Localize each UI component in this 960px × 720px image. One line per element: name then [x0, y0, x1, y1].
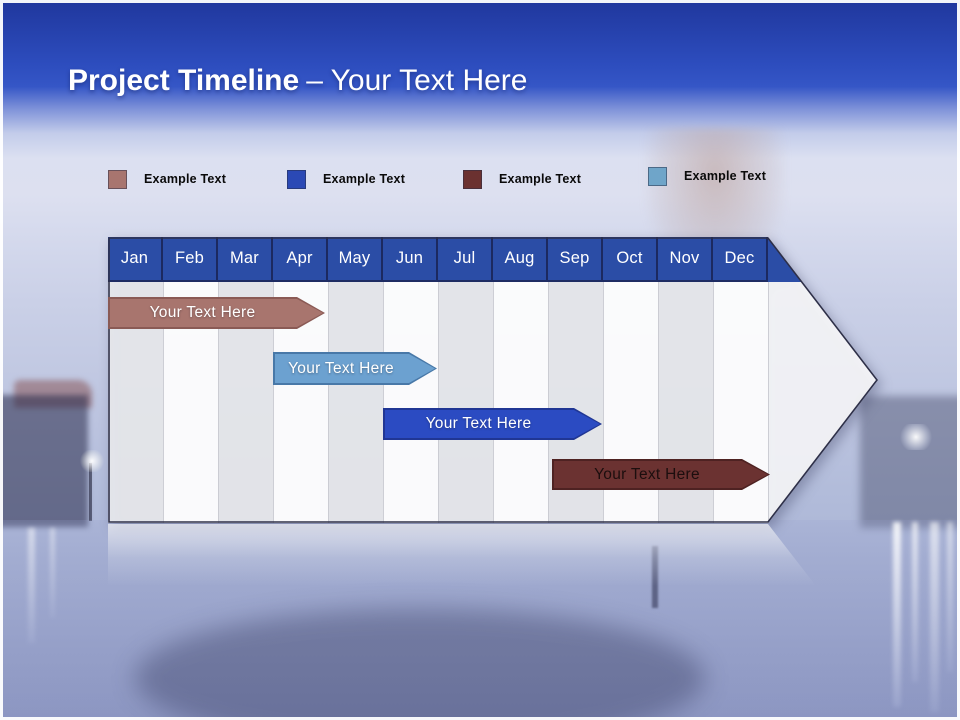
- water-light-streak: [930, 522, 939, 712]
- legend-item[interactable]: Example Text: [463, 169, 581, 189]
- legend-item[interactable]: Example Text: [648, 166, 766, 186]
- bar-label: Your Text Here: [149, 304, 256, 321]
- page-title[interactable]: Project Timeline– Your Text Here: [68, 60, 527, 102]
- timeline-chart[interactable]: Jan Feb Mar Apr May Jun Jul Aug Sep Oct …: [108, 237, 880, 523]
- chart-reflection: [108, 524, 816, 586]
- title-bold-text: Project Timeline: [68, 64, 300, 97]
- month-cell: Sep: [548, 237, 603, 280]
- title-regular-text: – Your Text Here: [306, 64, 528, 97]
- month-cell: Jun: [383, 237, 438, 280]
- legend-label: Example Text: [499, 172, 582, 186]
- legend-swatch: [287, 169, 306, 189]
- bar-label: Your Text Here: [425, 415, 532, 432]
- water-light-streak: [912, 522, 918, 682]
- month-cell: Jan: [108, 237, 163, 280]
- bar-fill: [275, 354, 435, 383]
- legend-label: Example Text: [684, 169, 767, 183]
- month-cell: Apr: [273, 237, 328, 280]
- bar-label: Your Text Here: [594, 465, 700, 483]
- month-cell: Nov: [658, 237, 713, 280]
- legend-item[interactable]: Example Text: [108, 169, 226, 189]
- bar-fill: [554, 461, 768, 488]
- month-cell: Feb: [163, 237, 218, 280]
- legend-item[interactable]: Example Text: [287, 169, 405, 189]
- column-divider: [438, 280, 439, 523]
- header-arrow-triangle: [768, 237, 801, 282]
- column-divider: [548, 280, 549, 523]
- chart-arrow-body: Jan Feb Mar Apr May Jun Jul Aug Sep Oct …: [108, 237, 878, 523]
- month-header-row: Jan Feb Mar Apr May Jun Jul Aug Sep Oct …: [108, 237, 768, 282]
- legend-swatch: [463, 169, 482, 189]
- street-lamp-pole: [89, 463, 92, 521]
- legend-label: Example Text: [323, 172, 406, 186]
- boat-shadow: [135, 608, 705, 720]
- water-light-streak: [50, 528, 55, 618]
- legend-swatch: [108, 169, 127, 189]
- right-light-glow: [900, 424, 932, 450]
- legend-label: Example Text: [144, 172, 227, 186]
- timeline-bar-3[interactable]: Your Text Here: [383, 408, 602, 440]
- month-cell: Mar: [218, 237, 273, 280]
- timeline-bar-4[interactable]: Your Text Here: [552, 459, 770, 490]
- column-divider: [768, 280, 769, 523]
- left-building-silhouette: [0, 395, 88, 527]
- month-cell: Aug: [493, 237, 548, 280]
- column-divider: [383, 280, 384, 523]
- bar-fill: [110, 299, 323, 327]
- column-divider: [328, 280, 329, 523]
- timeline-bar-2[interactable]: Your Text Here: [273, 352, 437, 385]
- street-lamp-glow: [80, 450, 104, 472]
- column-divider: [493, 280, 494, 523]
- water-light-streak: [893, 522, 901, 707]
- timeline-bar-1[interactable]: Your Text Here: [108, 297, 325, 329]
- month-cell: Dec: [713, 237, 768, 280]
- bar-fill: [385, 410, 600, 438]
- water-light-streak: [28, 528, 35, 643]
- bar-label: Your Text Here: [288, 359, 394, 377]
- month-cell: May: [328, 237, 383, 280]
- month-cell: Oct: [603, 237, 658, 280]
- water-light-streak: [947, 522, 953, 672]
- legend-swatch: [648, 166, 667, 186]
- month-cell: Jul: [438, 237, 493, 280]
